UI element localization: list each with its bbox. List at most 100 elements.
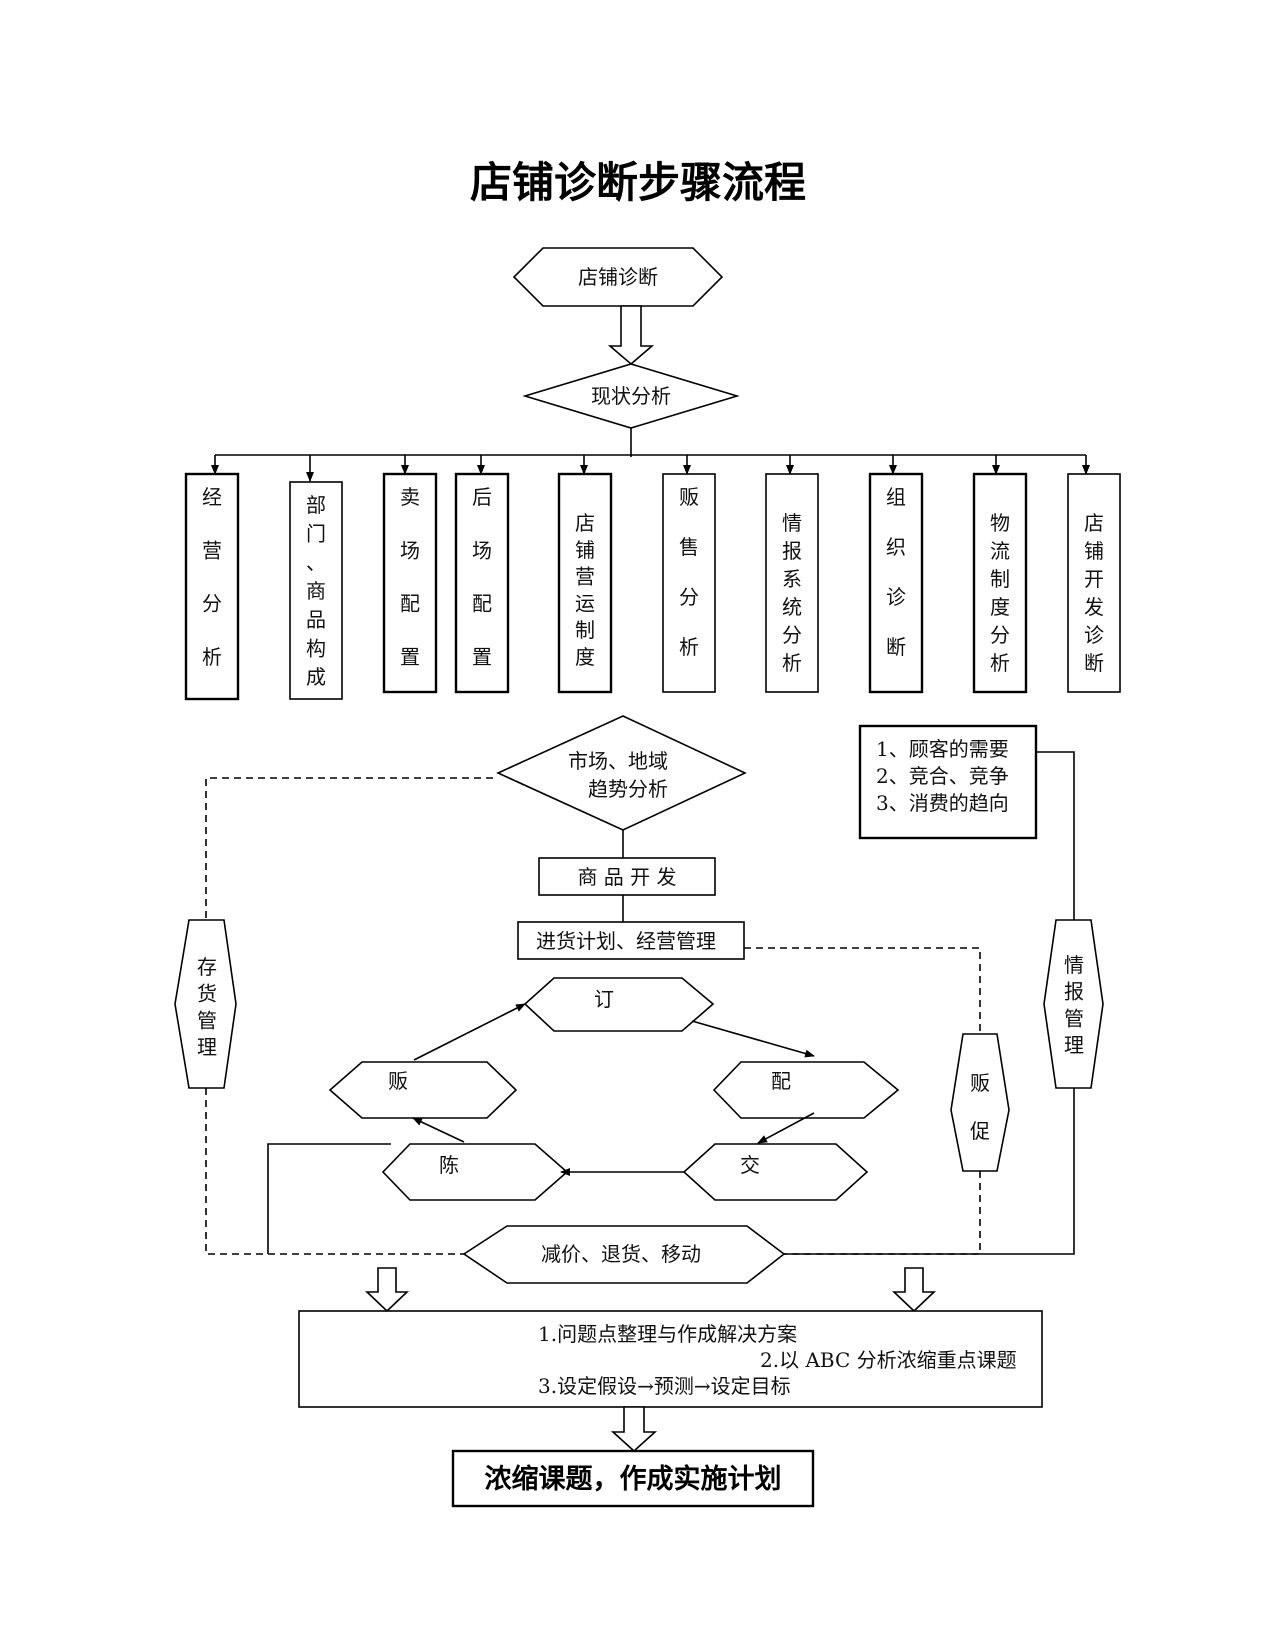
purchase-plan-box: [517, 921, 745, 960]
branch-label-char: 售: [679, 535, 699, 559]
product-development-label: 商 品 开 发: [577, 865, 676, 889]
branch-label-char: 断: [886, 635, 906, 659]
branch-label-char: 发: [1084, 595, 1104, 619]
promotion-loop-bottom: [784, 1171, 981, 1255]
inventory-node: [174, 919, 237, 1089]
inventory-label-char: 管: [197, 1008, 217, 1032]
down-arrow-left: [364, 1267, 410, 1313]
branch-box-back-area: [454, 472, 510, 694]
inventory-label-char: 存: [197, 955, 217, 979]
branch-label-char: 场: [472, 538, 492, 562]
branch-label-char: 卖: [400, 485, 420, 509]
branch-label-char: 门: [306, 522, 326, 546]
branch-label-char: 商: [306, 579, 326, 603]
markdown-node: [462, 1225, 786, 1284]
branch-label-char: 系: [782, 567, 802, 591]
branch-label-char: 场: [400, 538, 420, 562]
order-label: 订: [594, 987, 614, 1011]
branch-label-char: 分: [679, 585, 699, 609]
summary-line-2: 2.以 ABC 分析浓缩重点课题: [760, 1348, 1017, 1372]
branch-label-char: 构: [306, 636, 326, 660]
info-mgmt-label-char: 管: [1064, 1006, 1084, 1030]
customer-notes-box: [858, 724, 1038, 840]
promotion-label: 贩促: [970, 1071, 990, 1143]
inventory-loop-bottom: [205, 1088, 464, 1255]
down-arrow-1: [607, 305, 655, 366]
branch-labels: 经营分析部门、商品构成卖场配置后场配置店铺营运制度贩售分析情报系统分析组织诊断物…: [202, 485, 1104, 689]
final-label: 浓缩课题，作成实施计划: [485, 1463, 782, 1495]
start-node: [512, 247, 724, 307]
page-title: 店铺诊断步骤流程: [470, 158, 806, 207]
inventory-label-char: 理: [197, 1035, 217, 1059]
purchase-plan-label: 进货计划、经营管理: [536, 929, 716, 953]
market-trend-line-2: 趋势分析: [588, 777, 668, 801]
inventory-loop-top: [205, 777, 493, 920]
branch-label-char: 铺: [1084, 539, 1104, 563]
branch-label-char: 后: [472, 485, 492, 509]
branch-label-char: 经: [202, 485, 222, 509]
branch-label-char: 铺: [575, 538, 595, 562]
delivery-node: [712, 1061, 900, 1119]
branch-box-development: [1067, 473, 1121, 693]
info-mgmt-line-top: [1036, 751, 1075, 920]
inventory-label-char: 货: [197, 982, 217, 1006]
branch-label-char: 度: [990, 595, 1010, 619]
branch-label-char: 贩: [679, 485, 699, 509]
arrow-order-to-delivery: [691, 1020, 815, 1058]
branch-label-char: 运: [575, 591, 595, 615]
branch-label-char: 析: [782, 651, 802, 675]
delivery-label: 配: [771, 1069, 791, 1093]
branch-box-operation: [557, 472, 613, 694]
order-node: [523, 977, 715, 1032]
branch-label-char: 配: [400, 592, 420, 616]
branch-label-char: 情: [782, 511, 802, 535]
handover-node: [682, 1143, 869, 1201]
branch-label-char: 营: [202, 538, 222, 562]
display-label: 陈: [439, 1153, 459, 1177]
info-mgmt-label-char: 理: [1064, 1033, 1084, 1057]
down-arrow-final: [610, 1406, 658, 1453]
branch-label-char: 品: [306, 608, 326, 632]
handover-label: 交: [740, 1153, 760, 1177]
promotion-node: [950, 1033, 1010, 1172]
market-trend-line-1: 市场、地域: [568, 749, 668, 773]
branch-label-char: 分: [990, 623, 1010, 647]
branch-label-char: 分: [782, 623, 802, 647]
display-loop: [267, 1143, 391, 1254]
markdown-label: 减价、退货、移动: [541, 1242, 701, 1266]
branch-label-char: 组: [886, 485, 906, 509]
sales-node: [328, 1061, 518, 1119]
branch-box-business: [184, 472, 240, 701]
customer-note-3: 3、消费的趋向: [876, 791, 1009, 815]
branch-label-char: 配: [472, 592, 492, 616]
info-mgmt-label-char: 情: [1064, 953, 1084, 977]
branch-label-char: 店: [575, 511, 595, 535]
promotion-loop-top: [744, 947, 981, 1034]
branch-label-char: 营: [575, 565, 595, 589]
down-arrow-right: [891, 1267, 937, 1313]
branch-label-char: 成: [306, 665, 326, 689]
branch-label-char: 置: [400, 645, 420, 669]
promotion-label-char: 促: [970, 1119, 990, 1143]
branch-label-char: 断: [1084, 651, 1104, 675]
status-analysis-label: 现状分析: [591, 384, 671, 408]
branch-label-char: 诊: [886, 585, 906, 609]
branch-label-char: 流: [990, 539, 1010, 563]
branch-box-logistics: [972, 472, 1028, 694]
sales-label: 贩: [388, 1069, 408, 1093]
summary-line-3: 3.设定假设→预测→设定目标: [538, 1374, 791, 1398]
branch-label-char: 物: [990, 511, 1010, 535]
info-mgmt-line-bottom: [784, 1088, 1075, 1255]
branch-label-char: 、: [306, 550, 326, 574]
branch-box-department: [289, 481, 343, 700]
branch-label-char: 统: [782, 595, 802, 619]
final-box: [451, 1449, 815, 1508]
